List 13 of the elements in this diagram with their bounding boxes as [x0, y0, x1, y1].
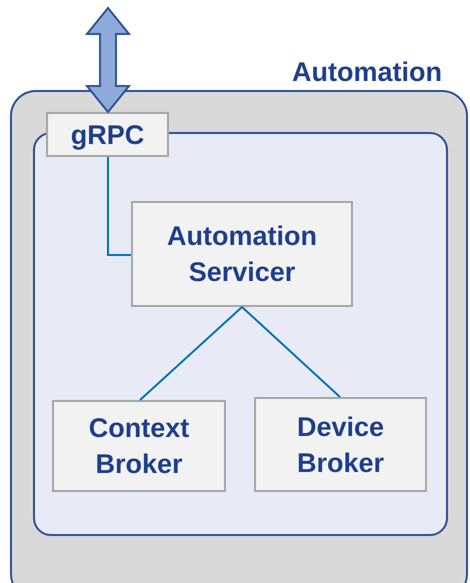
process-box [52, 400, 226, 492]
double-arrow [84, 6, 132, 114]
connector-line [241, 306, 341, 398]
connector-line [107, 157, 131, 256]
box-label: gRPC [70, 118, 146, 152]
connector-line [139, 306, 243, 401]
process-box [131, 201, 353, 307]
container-title: Automation [292, 56, 442, 89]
box-label: Context Broker [88, 412, 190, 481]
box-label: Automation Servicer [166, 220, 318, 289]
box-label: Device Broker [296, 410, 386, 480]
process-box [254, 397, 427, 492]
interface-box [46, 112, 169, 157]
